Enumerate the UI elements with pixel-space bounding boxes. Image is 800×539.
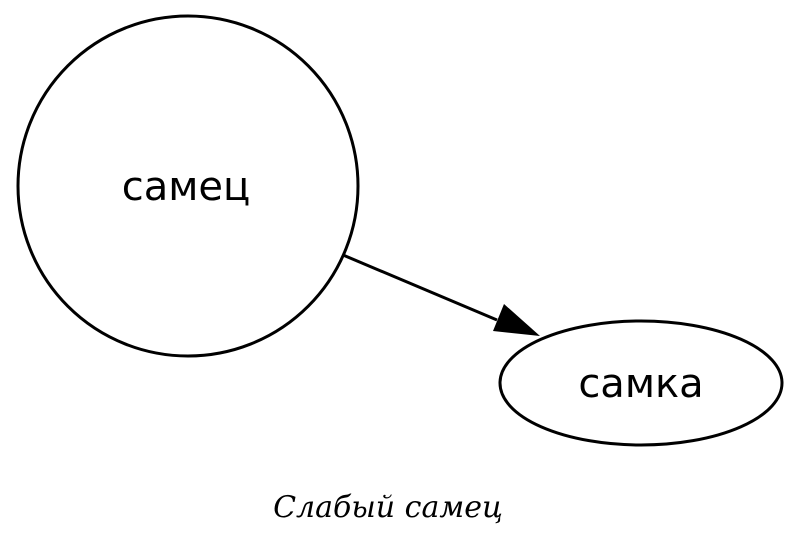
node-male: самец xyxy=(16,14,360,358)
diagram-caption: Слабый самец xyxy=(273,490,503,525)
node-female-label: самка xyxy=(578,361,703,407)
arrowhead-icon xyxy=(493,304,540,336)
node-male-label: самец xyxy=(122,164,251,210)
node-female: самка xyxy=(498,319,784,447)
edge-male-to-female xyxy=(342,253,540,336)
